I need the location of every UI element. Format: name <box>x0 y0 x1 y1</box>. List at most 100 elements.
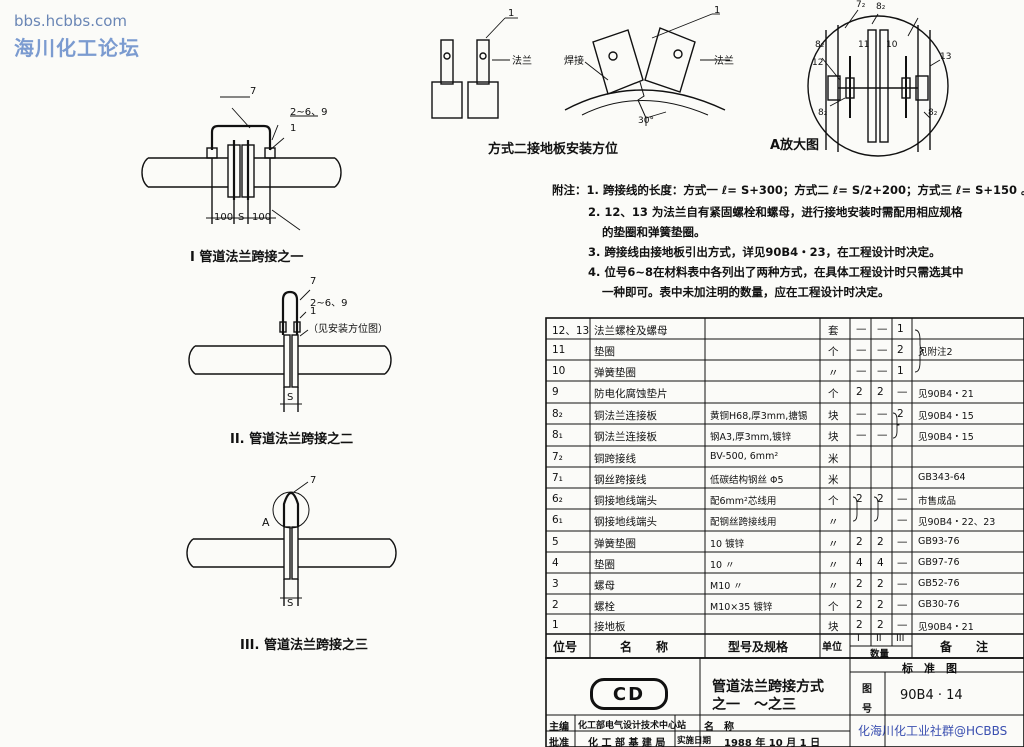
table-cell-pos: 9 <box>552 386 559 398</box>
table-cell-q2: 2 <box>877 578 884 590</box>
mount-label-1-right: 1 <box>714 5 721 16</box>
figure-label-tu: 图 <box>862 684 872 695</box>
mount-label-weld: 焊接 <box>564 56 584 67</box>
table-cell-unit: 〃 <box>828 538 839 550</box>
table-cell-remark: 见90B4・15 <box>918 432 974 443</box>
detail-label-82-lower-right: 8₂ <box>928 108 938 118</box>
table-header-unit: 单位 <box>822 642 842 653</box>
table-header-q1: I <box>857 633 860 644</box>
table-cell-unit: 米 <box>828 453 839 465</box>
table-cell-unit: 块 <box>828 431 839 443</box>
table-cell-q2: 2 <box>877 619 884 631</box>
table-cell-q1: 2 <box>856 599 863 611</box>
fig2-label-7: 7 <box>310 276 317 287</box>
approver-value: 化 工 部 基 建 局 <box>588 738 666 747</box>
detail-drawing <box>807 9 949 157</box>
table-cell-pos: 7₁ <box>552 472 563 484</box>
table-cell-q3: — <box>897 536 908 548</box>
table-cell-spec: 低碳结构钢丝 Φ5 <box>710 475 784 486</box>
table-cell-name: 钢丝跨接线 <box>594 474 647 486</box>
title-line-2: 之一 ～之三 <box>712 697 796 713</box>
table-cell-q1: 4 <box>856 557 863 569</box>
detail-label-11: 11 <box>858 40 870 50</box>
mount-label-angle: 30° <box>638 116 654 126</box>
fig2-label-2-6-9: 2~6、9 <box>310 298 348 309</box>
title-line-1: 管道法兰跨接方式 <box>712 679 824 695</box>
table-cell-name: 弹簧垫圈 <box>594 538 636 550</box>
table-cell-unit: 〃 <box>828 367 839 379</box>
mount-caption: 方式二接地板安装方位 <box>488 142 619 157</box>
table-cell-q3: — <box>897 386 908 398</box>
editor-label: 主编 <box>549 722 569 733</box>
table-cell-name: 垫圈 <box>594 346 615 358</box>
fig1-dim-100-left: 100 <box>214 212 234 223</box>
table-cell-pos: 6₂ <box>552 493 563 505</box>
table-cell-q1: — <box>856 323 867 335</box>
table-cell-q1: — <box>856 365 867 377</box>
table-braces <box>852 329 925 522</box>
table-cell-unit: 块 <box>828 621 839 633</box>
table-cell-unit: 〃 <box>828 516 839 528</box>
table-cell-pos: 4 <box>552 557 559 569</box>
table-cell-name: 弹簧垫圈 <box>594 367 636 379</box>
detail-label-82-left: 8₂ <box>815 40 825 50</box>
table-cell-q1: 2 <box>856 386 863 398</box>
table-cell-remark: 见90B4・21 <box>918 389 974 400</box>
table-cell-pos: 11 <box>552 344 566 356</box>
table-cell-spec: BV-500, 6mm² <box>710 451 779 462</box>
table-cell-spec: 配钢丝跨接线用 <box>710 517 777 528</box>
detail-label-13: 13 <box>940 52 952 62</box>
detail-label-82-top: 8₂ <box>876 2 886 12</box>
table-cell-q2: 2 <box>877 493 884 505</box>
table-header-q3: III <box>896 633 905 644</box>
table-cell-q3: 2 <box>897 344 904 356</box>
fig3-dim-s: S <box>287 598 294 609</box>
fig1-dim-s: S <box>238 212 245 223</box>
table-cell-pos: 10 <box>552 365 566 377</box>
table-cell-q3: — <box>897 493 908 505</box>
table-grid <box>545 317 1024 659</box>
table-cell-pos: 5 <box>552 536 559 548</box>
table-cell-q3: 1 <box>897 323 904 335</box>
table-cell-spec: 10 镀锌 <box>710 539 745 550</box>
fig2-caption: II. 管道法兰跨接之二 <box>230 432 354 447</box>
figure-label-hao: 号 <box>862 704 872 715</box>
table-cell-remark: 见90B4・22、23 <box>918 517 996 528</box>
table-cell-q3: — <box>897 557 908 569</box>
drawing-number: 90B4 · 14 <box>900 688 963 703</box>
table-cell-spec: 10 〃 <box>710 560 735 571</box>
title-block-grid <box>545 657 1024 747</box>
table-cell-unit: 块 <box>828 410 839 422</box>
watermark-forum: 海川化工论坛 <box>14 36 140 60</box>
table-cell-name: 防电化腐蚀垫片 <box>594 388 668 400</box>
fig1-drawing <box>141 96 342 231</box>
table-cell-q3: 1 <box>897 365 904 377</box>
table-cell-unit: 个 <box>828 388 839 400</box>
table-cell-q1: 2 <box>856 578 863 590</box>
mount-label-flange-left: 法兰 <box>512 56 532 67</box>
table-cell-spec: M10 〃 <box>710 581 743 592</box>
table-header-q2: II <box>876 633 882 644</box>
approver-label: 批准 <box>549 738 569 747</box>
table-cell-pos: 7₂ <box>552 451 563 463</box>
note-line-4: 3. 跨接线由接地板引出方式，详见90B4・23，在工程设计时决定。 <box>588 245 941 259</box>
table-cell-q3: 2 <box>897 408 904 420</box>
table-cell-q2: 2 <box>877 599 884 611</box>
table-cell-name: 铜法兰连接板 <box>594 410 657 422</box>
table-cell-q2: — <box>877 429 888 441</box>
table-cell-name: 钢法兰连接板 <box>594 431 657 443</box>
table-cell-unit: 个 <box>828 601 839 613</box>
fig2-label-1: 1 <box>310 306 317 317</box>
note-line-6: 一种即可。表中未加注明的数量，应在工程设计时决定。 <box>602 285 890 299</box>
cd-logo: CD <box>590 678 668 710</box>
mount-drawing <box>431 13 730 126</box>
table-cell-unit: 〃 <box>828 559 839 571</box>
mount-label-1-left: 1 <box>508 8 515 19</box>
table-cell-remark: 见90B4・21 <box>918 622 974 633</box>
note-line-1: 附注：1. 跨接线的长度：方式一 ℓ= S+300；方式二 ℓ= S/2+200… <box>552 183 1024 197</box>
table-cell-q2: 2 <box>877 386 884 398</box>
table-cell-q2: 4 <box>877 557 884 569</box>
fig1-dim-100-right: 100 <box>252 212 272 223</box>
